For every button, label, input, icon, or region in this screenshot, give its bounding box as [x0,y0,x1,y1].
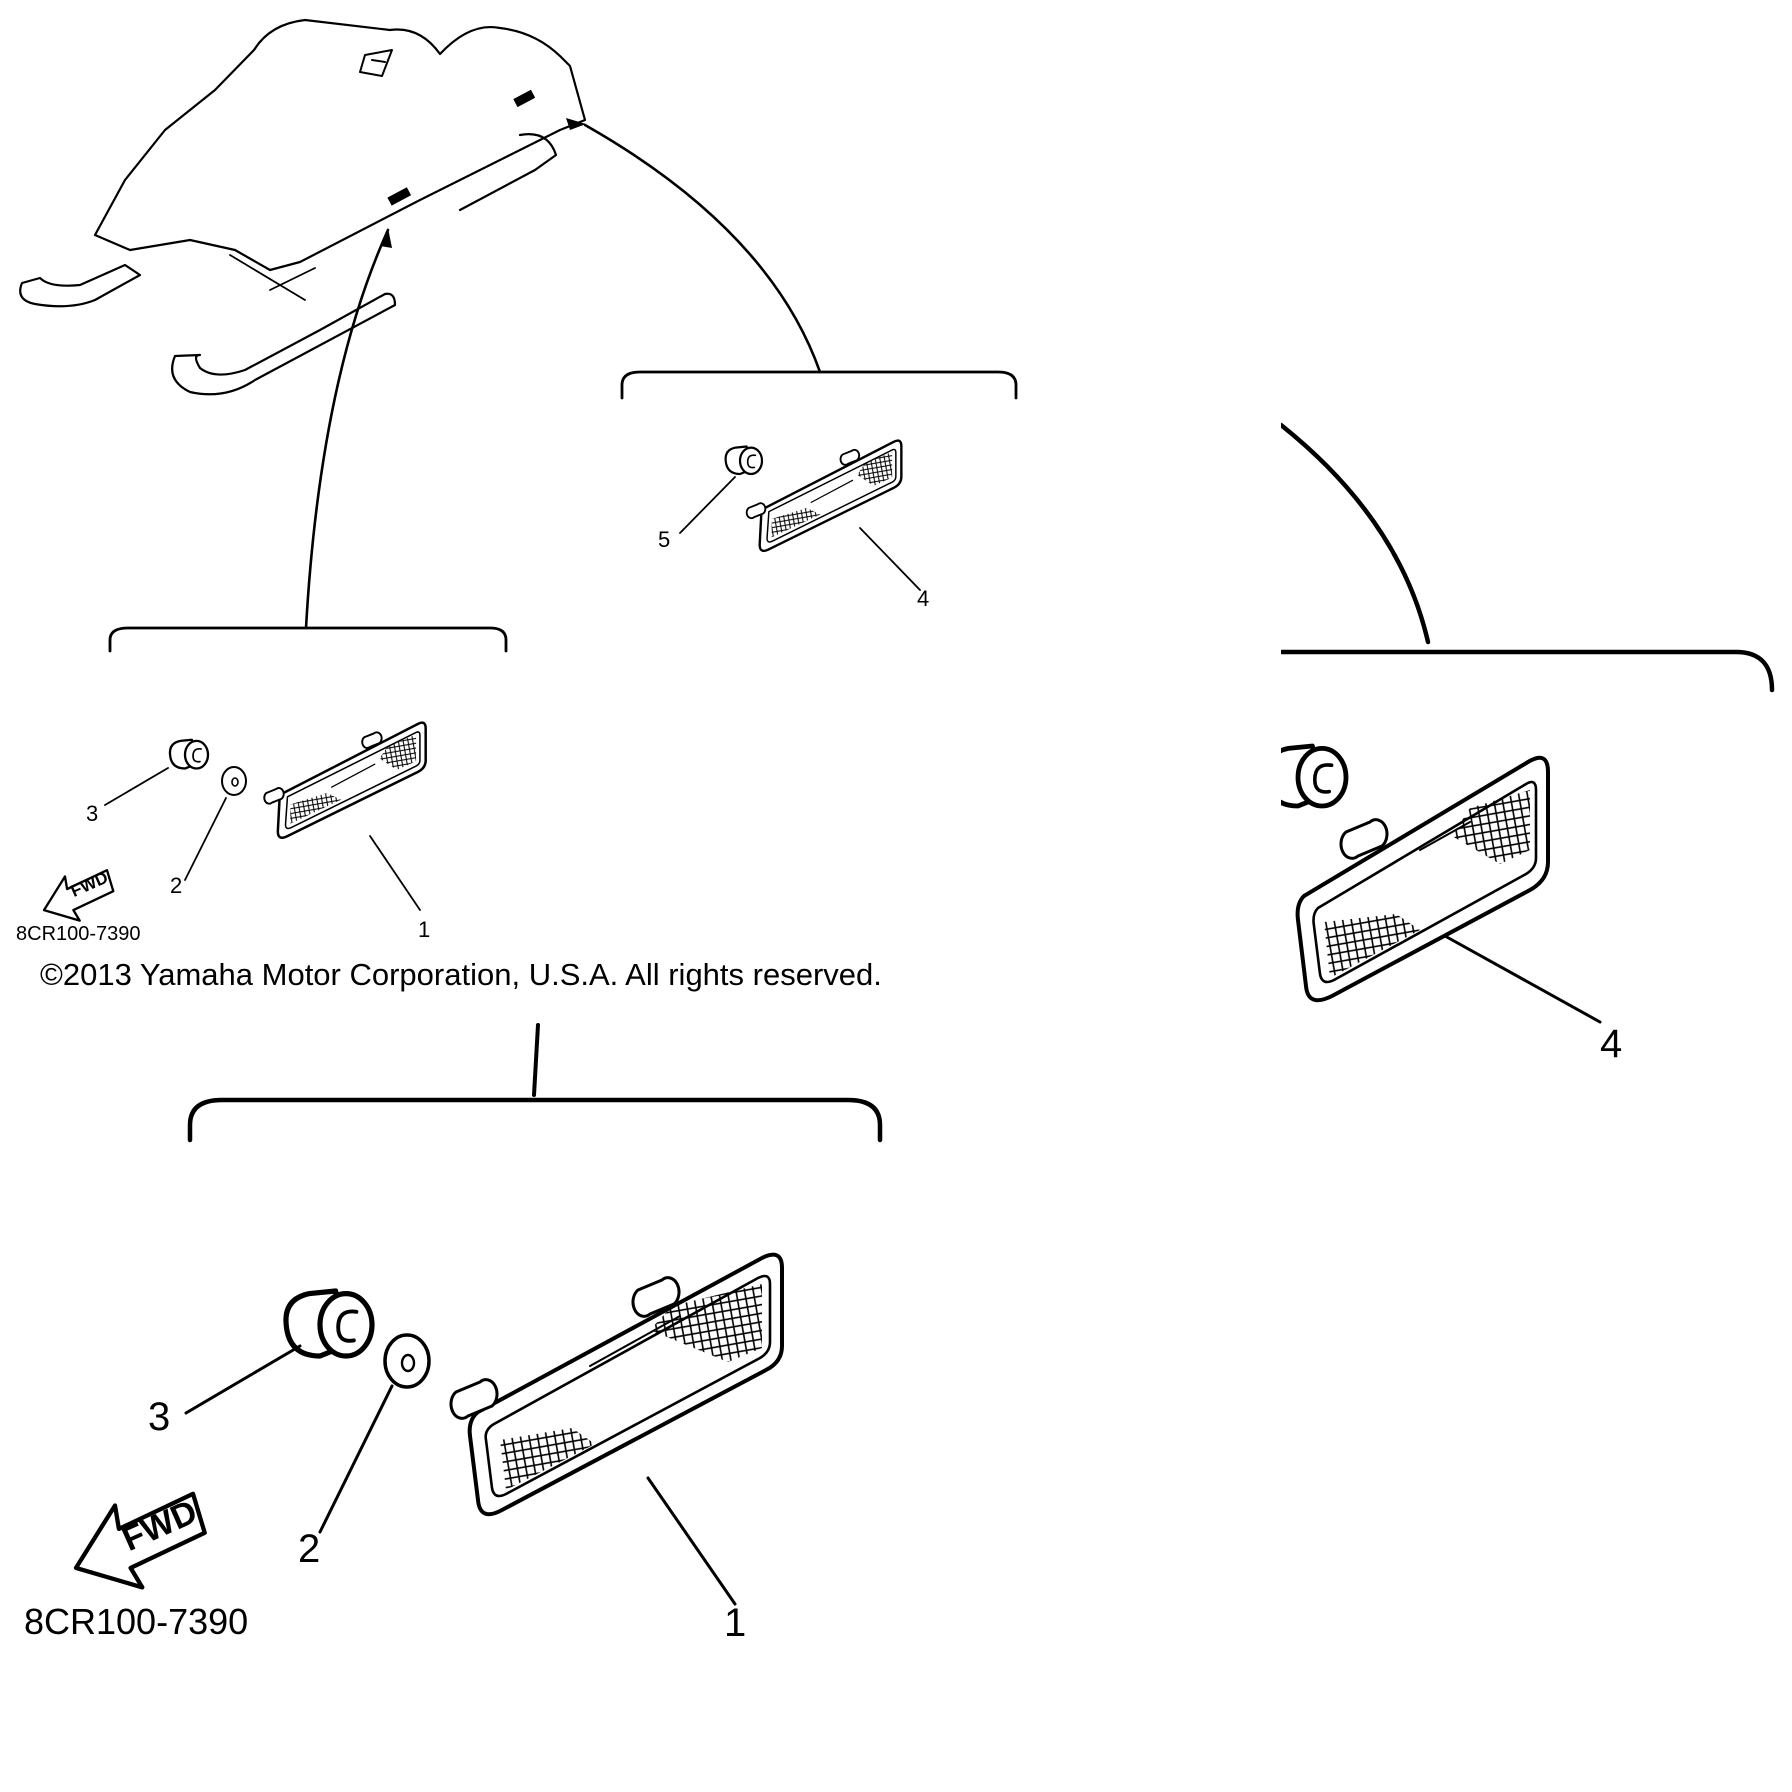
copyright-notice: ©2013 Yamaha Motor Corporation, U.S.A. A… [40,957,882,992]
reflector-rear-small [745,439,903,553]
nut-side-small [168,738,210,770]
callout-3-small: 3 [86,801,98,826]
reflector-side-small [263,721,427,840]
callout-1-zoom: 1 [724,1601,746,1645]
bracket-rear-small [620,370,1018,400]
diagram-code-zoom: 8CR100-7390 [24,1601,248,1642]
callout-4-small: 4 [917,586,929,611]
callout-3-zoom: 3 [148,1395,170,1439]
nut-rear-small [724,445,764,476]
callout-1-small: 1 [418,917,430,942]
washer-small [221,766,247,796]
callout-2-small: 2 [170,873,182,898]
callout-2-zoom: 2 [298,1527,320,1571]
leader-side-zoom [532,1023,540,1097]
snowmobile-outline [19,18,822,630]
callout-4-zoom: 4 [1600,1022,1622,1066]
bracket-side-zoom [187,1097,883,1143]
bracket-side-small [108,626,508,653]
diagram-code-small: 8CR100-7390 [16,923,141,945]
washer-zoom [383,1333,431,1389]
reflector-side-zoom [449,1252,784,1517]
callout-5-small: 5 [658,527,670,552]
reflector-rear-zoom [1295,755,1550,1003]
rear-zoom-panel: 4 [1281,422,1775,1066]
